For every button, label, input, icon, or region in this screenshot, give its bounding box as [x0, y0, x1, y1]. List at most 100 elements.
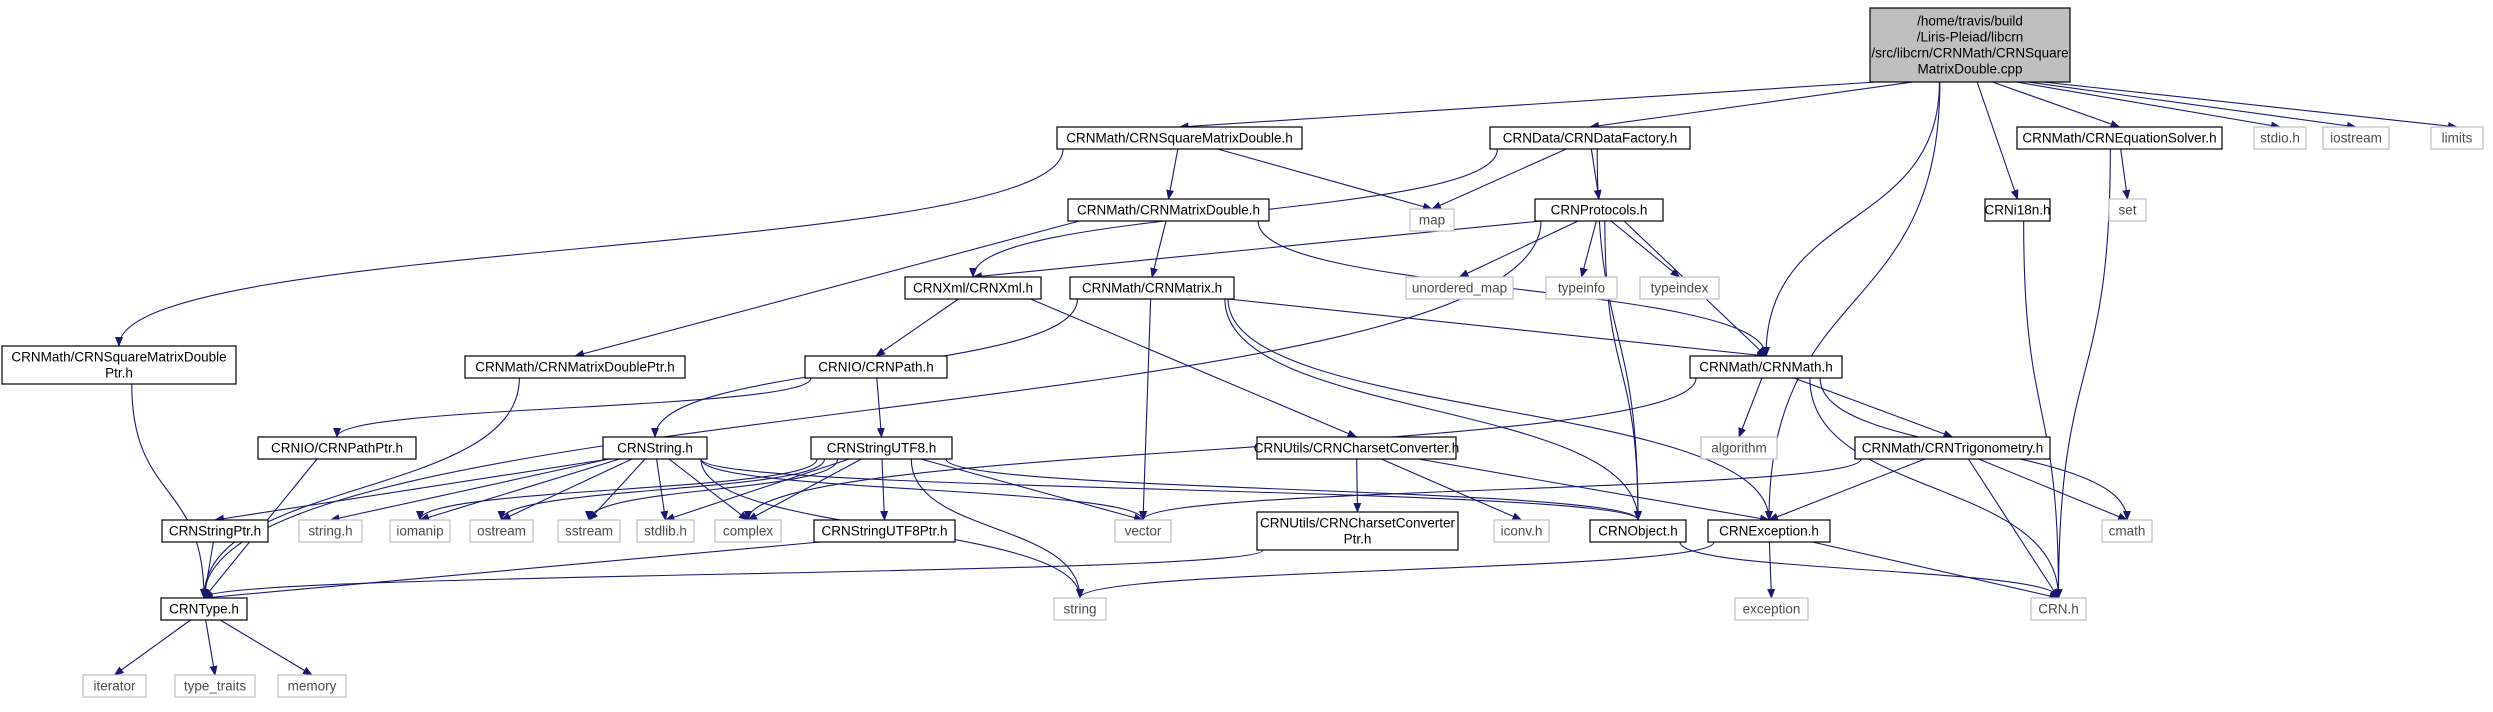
edge-protocols-to-object — [1604, 220, 1642, 521]
node-box — [2016, 126, 2223, 150]
edge-matdouble-to-matdptr — [574, 220, 1080, 358]
node-i18n[interactable]: CRNi18n.h — [1984, 198, 2051, 222]
edge-exception_h-to-string — [1076, 541, 1715, 599]
node-complex: complex — [714, 519, 782, 543]
edge-charsetptr-to-crntype — [200, 549, 1264, 599]
node-label: string.h — [308, 524, 352, 539]
edge-sqmat-to-sqmatptr — [115, 148, 1064, 347]
node-protocols[interactable]: CRNProtocols.h — [1534, 198, 1664, 222]
edge-crntype-to-type_traits — [205, 619, 218, 676]
node-box — [1689, 355, 1843, 379]
node-box — [1056, 126, 1303, 150]
node-matdouble[interactable]: CRNMath/CRNMatrixDouble.h — [1067, 198, 1270, 222]
node-box — [636, 519, 695, 543]
edge-utf8-to-iomanip — [416, 458, 818, 521]
node-box — [1256, 511, 1459, 551]
node-label: map — [1419, 213, 1445, 228]
edge-crnmath-to-complex — [744, 377, 1697, 521]
node-matdptr[interactable]: CRNMath/CRNMatrixDoublePtr.h — [464, 355, 686, 379]
edge-trigo-to-cmath — [1978, 458, 2128, 521]
node-umap: unordered_map — [1405, 276, 1514, 300]
node-datafac[interactable]: CRNData/CRNDataFactory.h — [1489, 126, 1691, 150]
node-iostream: iostream — [2322, 126, 2390, 150]
node-box — [557, 519, 621, 543]
node-utf8ptr[interactable]: CRNStringUTF8Ptr.h — [813, 519, 956, 543]
node-xml[interactable]: CRNXml/CRNXml.h — [904, 276, 1042, 300]
edge-eqsolver-to-crn — [2054, 148, 2111, 599]
node-path[interactable]: CRNIO/CRNPath.h — [804, 355, 948, 379]
node-charset[interactable]: CRNUtils/CRNCharsetConverter.h — [1254, 436, 1460, 460]
node-label: cmath — [2109, 524, 2146, 539]
edge-string_h-to-iomanip — [419, 458, 620, 522]
node-box — [2322, 126, 2390, 150]
node-label: memory — [288, 679, 337, 694]
node-label: string — [1063, 602, 1096, 617]
include-edges — [113, 81, 2458, 676]
node-typeinfo: typeinfo — [1545, 276, 1618, 300]
node-box — [160, 597, 248, 621]
node-object[interactable]: CRNObject.h — [1589, 519, 1687, 543]
node-box — [1256, 436, 1457, 460]
node-root[interactable]: /home/travis/build/Liris-Pleiad/libcrn/s… — [1869, 7, 2071, 83]
edge-matdptr-to-crntype — [200, 377, 520, 599]
node-type_traits: type_traits — [174, 674, 256, 698]
node-label: type_traits — [184, 679, 247, 694]
node-box — [1069, 276, 1235, 300]
edge-sqmat-to-matdouble — [1166, 148, 1179, 200]
node-crntype[interactable]: CRNType.h — [160, 597, 248, 621]
edge-root-to-exception_h — [1765, 81, 1941, 521]
node-string_h[interactable]: CRNString.h — [602, 436, 708, 460]
node-label: iconv.h — [1501, 524, 1543, 539]
node-exception_h[interactable]: CRNException.h — [1707, 519, 1831, 543]
edge-root-to-sqmat — [1178, 81, 1877, 131]
node-ostream: ostream — [469, 519, 534, 543]
edge-utf8-to-object — [945, 458, 1642, 521]
node-box — [174, 674, 256, 698]
node-utf8[interactable]: CRNStringUTF8.h — [810, 436, 953, 460]
edge-protocols-to-umap — [1458, 220, 1579, 278]
node-crnmath[interactable]: CRNMath/CRNMath.h — [1689, 355, 1843, 379]
node-label: iostream — [2330, 131, 2382, 146]
node-box — [82, 674, 147, 698]
node-strptr[interactable]: CRNStringPtr.h — [161, 519, 269, 543]
node-label: CRNXml/CRNXml.h — [913, 281, 1033, 296]
node-label: set — [2118, 203, 2136, 218]
edge-protocols-to-typeindex — [1610, 220, 1681, 278]
node-box — [1734, 597, 1809, 621]
edge-root-to-stdio — [2016, 81, 2281, 130]
node-sqmat[interactable]: CRNMath/CRNSquareMatrixDouble.h — [1056, 126, 1303, 150]
node-label: CRN.h — [2038, 602, 2079, 617]
node-box — [1114, 519, 1172, 543]
node-label: CRNProtocols.h — [1551, 203, 1648, 218]
node-box — [904, 276, 1042, 300]
node-box — [2430, 126, 2484, 150]
node-box — [1534, 198, 1664, 222]
node-box — [1700, 436, 1778, 460]
node-label: CRNMath/CRNEquationSolver.h — [2022, 131, 2216, 146]
node-box — [810, 436, 953, 460]
node-trigo[interactable]: CRNMath/CRNTrigonometry.h — [1854, 436, 2051, 460]
node-matrix[interactable]: CRNMath/CRNMatrix.h — [1069, 276, 1235, 300]
node-string: string — [1053, 597, 1107, 621]
edge-crnmath-to-algorithm — [1738, 377, 1763, 438]
node-box — [464, 355, 686, 379]
node-eqsolver[interactable]: CRNMath/CRNEquationSolver.h — [2016, 126, 2223, 150]
edge-utf8-to-string — [910, 458, 1084, 599]
node-pathptr[interactable]: CRNIO/CRNPathPtr.h — [257, 436, 417, 460]
node-label: stdlib.h — [644, 524, 687, 539]
edge-utf8-to-utf8ptr — [880, 458, 889, 521]
node-stdlib: stdlib.h — [636, 519, 695, 543]
node-box — [602, 436, 708, 460]
node-box — [1589, 519, 1687, 543]
edge-root-to-i18n — [1976, 81, 2019, 200]
node-label: CRNData/CRNDataFactory.h — [1503, 131, 1678, 146]
node-box — [389, 519, 451, 543]
edge-utf8-to-vector — [920, 458, 1144, 522]
node-box — [2108, 198, 2147, 222]
node-label: CRNMath/CRNMatrix.h — [1082, 281, 1222, 296]
node-box — [2030, 597, 2087, 621]
edge-protocols-to-xml — [972, 220, 1542, 281]
